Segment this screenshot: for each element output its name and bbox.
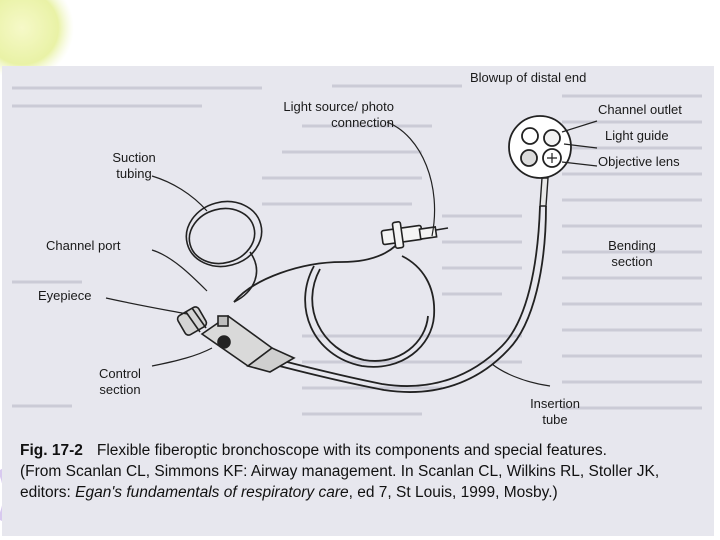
label-blowup-distal-end: Blowup of distal end bbox=[470, 70, 587, 85]
caption-source-book: Egan's fundamentals of respiratory care bbox=[75, 484, 349, 501]
scanned-figure: Blowup of distal end Light source/ photo… bbox=[2, 66, 714, 536]
bending-section bbox=[539, 177, 549, 207]
label-bending-section: Bending section bbox=[608, 238, 656, 269]
leader-lines bbox=[105, 120, 598, 387]
eyepiece bbox=[176, 306, 208, 336]
insertion-tube bbox=[263, 205, 547, 393]
decorative-sun-shape bbox=[0, 0, 74, 80]
suction-tubing-coil bbox=[185, 200, 263, 303]
label-channel-port: Channel port bbox=[46, 238, 121, 253]
light-source-connector bbox=[380, 221, 449, 249]
bronchoscope-diagram bbox=[12, 84, 702, 416]
background-text-lines bbox=[12, 84, 702, 416]
label-eyepiece: Eyepiece bbox=[38, 288, 92, 303]
label-channel-outlet: Channel outlet bbox=[598, 102, 682, 117]
label-insertion-tube: Insertion tube bbox=[530, 396, 580, 427]
control-section bbox=[200, 315, 296, 373]
caption-source-part1: (From Scanlan CL, Simmons KF: Airway man… bbox=[20, 463, 660, 501]
label-light-source: Light source/ photo connection bbox=[283, 99, 394, 130]
distal-end-blowup bbox=[508, 115, 572, 179]
caption-source-part2: , ed 7, St Louis, 1999, Mosby.) bbox=[348, 484, 558, 501]
figure-caption: Fig. 17-2 Flexible fiberoptic bronchoscop… bbox=[20, 440, 700, 503]
light-cable bbox=[233, 237, 435, 368]
label-suction-tubing: Suction tubing bbox=[112, 150, 156, 181]
label-control-section: Control section bbox=[99, 366, 141, 397]
label-light-guide: Light guide bbox=[605, 128, 669, 143]
label-objective-lens: Objective lens bbox=[598, 154, 680, 169]
figure-number: Fig. 17-2 bbox=[20, 442, 83, 459]
figure-title: Flexible fiberoptic bronchoscope with it… bbox=[96, 442, 607, 459]
